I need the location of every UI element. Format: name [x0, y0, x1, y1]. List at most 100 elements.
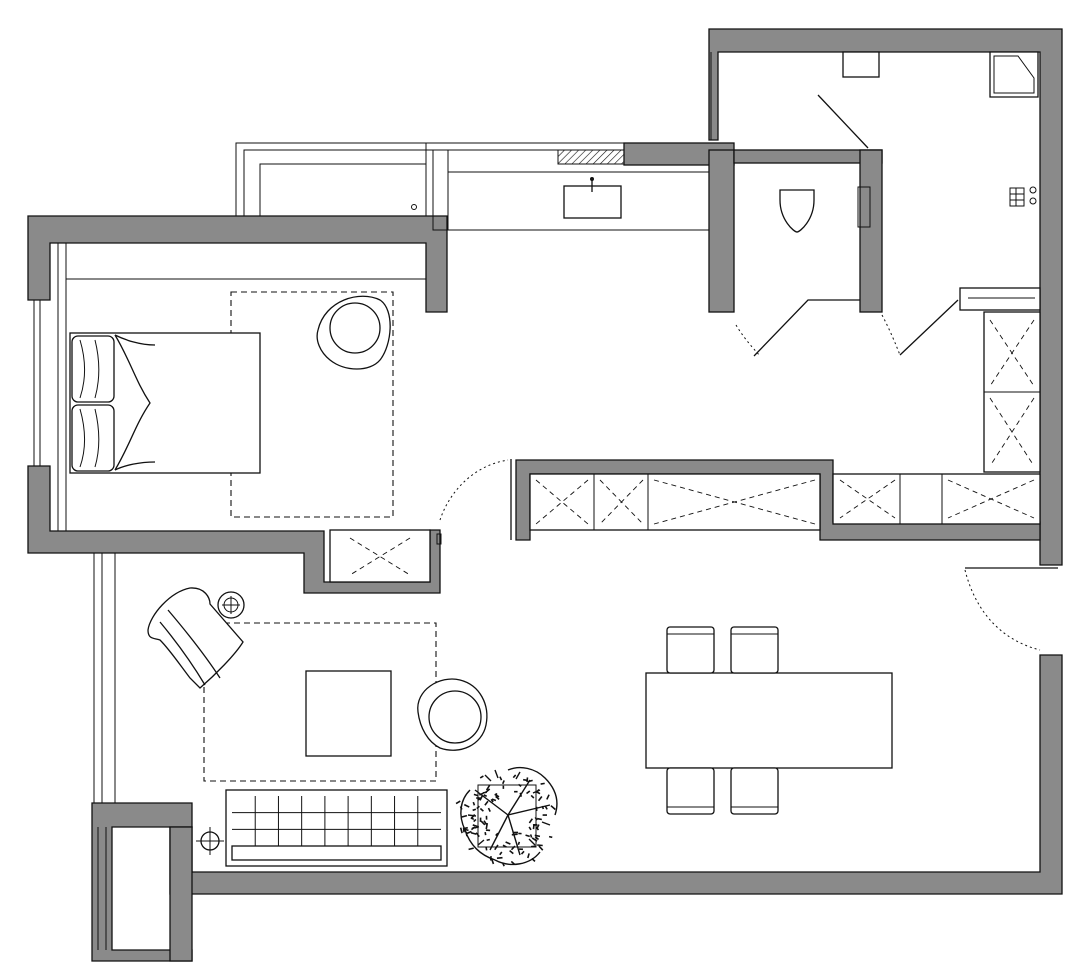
plant-foliage [455, 774, 556, 867]
plant-leaf [534, 816, 538, 821]
plant-leaf [528, 826, 532, 831]
plant-leaf [534, 834, 541, 838]
plant-leaf [479, 807, 484, 812]
plant-leaf [480, 820, 486, 826]
door-swings [439, 94, 1058, 651]
plant-leaf [470, 831, 477, 835]
plant-leaf [479, 795, 484, 801]
plant-leaf [490, 798, 494, 803]
plant-leaf [529, 834, 533, 838]
plant-leaf [528, 818, 533, 824]
plant-leaf [530, 794, 535, 799]
kitchen-sink [563, 177, 622, 219]
plant-leaf [496, 856, 503, 859]
plant-leaf [487, 807, 491, 812]
plant-leaf [472, 808, 477, 812]
plant-leaf [550, 805, 556, 811]
plant-leaf [464, 828, 469, 832]
plant-leaf [461, 814, 468, 818]
plant-leaf [530, 845, 536, 848]
plant-leaf [479, 775, 484, 779]
plant-leaf [463, 826, 468, 830]
sofa [225, 789, 448, 867]
plant-leaf [499, 776, 503, 781]
plant-leaf [525, 834, 530, 838]
plant-leaf [536, 791, 541, 795]
plant-leaf [485, 823, 489, 830]
plant-leaf [501, 780, 505, 785]
plant-leaf [535, 788, 540, 794]
plant-leaf [484, 800, 489, 806]
bedroom-cabinet [329, 529, 442, 583]
windows [33, 52, 719, 950]
plant-leaf [537, 844, 543, 847]
plant-leaf [518, 783, 522, 788]
plant-leaf [455, 800, 461, 805]
plant-leaf [511, 833, 518, 836]
plant-leaf [502, 863, 505, 867]
plant-leaf [485, 784, 491, 791]
plant-leaf [475, 832, 480, 838]
coffee-table [305, 670, 392, 757]
plant-leaf [468, 847, 474, 851]
plant-leaf [510, 845, 516, 851]
plant-leaf [477, 797, 482, 801]
bed [69, 332, 261, 474]
plant-leaf [495, 832, 499, 837]
plant-leaf [540, 782, 545, 785]
tall-cabinets [959, 287, 1041, 473]
floor-lamp [196, 827, 224, 855]
plant-leaf [478, 792, 484, 796]
plant-leaf [476, 805, 480, 810]
plant-leaf [505, 841, 511, 845]
plant-leaf [491, 798, 497, 802]
plant-leaf [494, 793, 500, 798]
toilet [779, 186, 871, 233]
plant-leaf [502, 844, 507, 848]
plant-leaf [474, 825, 480, 829]
plant-leaf [536, 817, 542, 821]
plant-leaf [527, 853, 530, 859]
plant-leaf [459, 806, 463, 810]
plant-leaf [520, 850, 525, 855]
plant-leaf [485, 847, 488, 851]
plant-leaf [463, 803, 470, 808]
plant-leaf [470, 814, 476, 820]
bathroom-fixtures [842, 51, 1039, 207]
island-counter [529, 473, 1041, 531]
plant-leaf [472, 824, 479, 828]
plant-leaf [538, 845, 544, 851]
plant-leaf [548, 835, 553, 839]
plant-leaf [541, 805, 545, 810]
plant-leaf [459, 827, 463, 834]
plant-leaf [544, 805, 548, 810]
dining-set [645, 626, 893, 815]
plant-leaf [486, 838, 490, 842]
plant-leaf [499, 851, 503, 856]
living-armchair [417, 678, 488, 751]
plant-leaf [527, 779, 533, 783]
walls [27, 28, 1063, 962]
plant-leaf [519, 792, 523, 797]
plant-leaf [473, 793, 479, 797]
plant-leaf [494, 844, 499, 851]
plant-leaf [491, 859, 495, 865]
plant-leaf [537, 795, 543, 802]
plant-leaf [472, 801, 476, 806]
plant-leaf [535, 826, 540, 831]
hatched-block [557, 149, 625, 165]
bedroom-chair [316, 295, 391, 370]
plant-leaf [531, 837, 538, 842]
plant-leaf [465, 830, 472, 835]
plant-leaf [483, 820, 488, 825]
plant-leaf [512, 774, 517, 779]
sofa-tufting [232, 796, 441, 846]
plant-leaf [546, 794, 550, 800]
plant-leaf [531, 857, 536, 862]
plant-leaf [534, 836, 540, 841]
plant-leaf [523, 778, 528, 782]
plant-leaf [470, 827, 475, 831]
plant-leaf [526, 790, 531, 795]
plant-leaf [483, 794, 488, 798]
